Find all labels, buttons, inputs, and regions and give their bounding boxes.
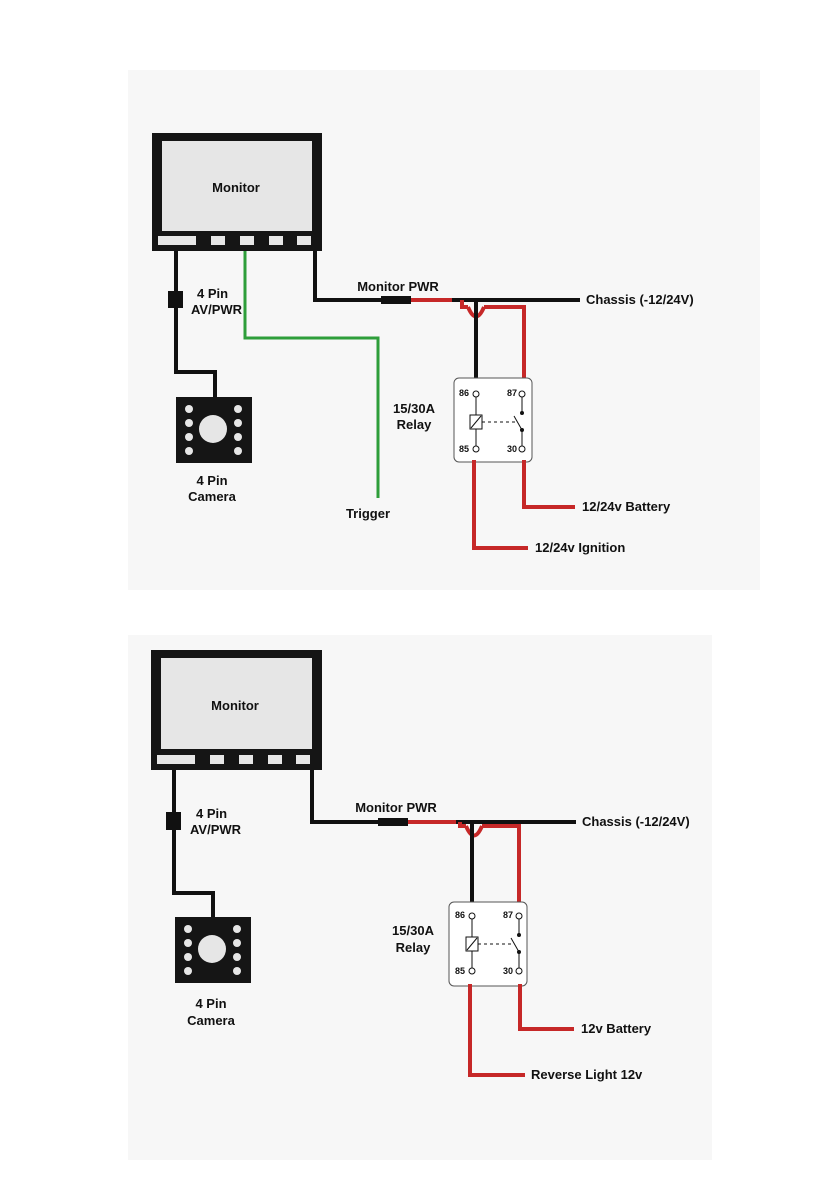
monitor-pwr-fuse: [378, 818, 408, 826]
monitor: Monitor: [151, 650, 322, 770]
relay: 86 87 85 30: [454, 378, 532, 462]
battery-label: 12v Battery: [581, 1021, 652, 1036]
av-cable: [174, 770, 213, 918]
relay: 86 87 85 30: [449, 902, 527, 986]
pin-86-label: 86: [459, 388, 469, 398]
battery-wire: [520, 984, 574, 1029]
relay-87-wire: [482, 826, 519, 905]
connector-label-line2: AV/PWR: [190, 822, 242, 837]
diagram-1: Monitor 4 Pin AV/PWR 4 Pin Camera Trigge…: [152, 133, 694, 555]
battery-label: 12/24v Battery: [582, 499, 671, 514]
camera-label-line2: Camera: [188, 489, 236, 504]
monitor-power-wire: [312, 770, 576, 822]
av-cable: [176, 251, 215, 398]
chassis-label: Chassis (-12/24V): [586, 292, 694, 307]
relay-label-line1: 15/30A: [393, 401, 436, 416]
diagram-2: Monitor 4 Pin AV/PWR 4 Pin Camera Monito…: [151, 650, 690, 1082]
monitor-label: Monitor: [212, 180, 260, 195]
camera: [175, 917, 251, 983]
relay-label-line2: Relay: [397, 417, 432, 432]
relay-label-line1: 15/30A: [392, 923, 435, 938]
monitor-pwr-label: Monitor PWR: [355, 800, 437, 815]
trigger-label: Trigger: [346, 506, 390, 521]
connector-label-line1: 4 Pin: [196, 806, 227, 821]
camera: [176, 397, 252, 463]
monitor-power-wire: [315, 251, 580, 300]
connector-label-line1: 4 Pin: [197, 286, 228, 301]
pin-87-label: 87: [507, 388, 517, 398]
relay-87-wire: [484, 307, 524, 380]
pin-85-label: 85: [455, 966, 465, 976]
camera-label-line1: 4 Pin: [196, 473, 227, 488]
monitor-label: Monitor: [211, 698, 259, 713]
reverse-light-wire: [470, 984, 525, 1075]
pin-87-label: 87: [503, 910, 513, 920]
connector-label-line2: AV/PWR: [191, 302, 243, 317]
camera-label-line1: 4 Pin: [195, 996, 226, 1011]
av-pwr-connector: [166, 812, 181, 830]
reverse-light-label: Reverse Light 12v: [531, 1067, 643, 1082]
battery-wire: [524, 460, 575, 507]
ignition-wire: [474, 460, 528, 548]
monitor-pwr-fuse: [381, 296, 411, 304]
camera-label-line2: Camera: [187, 1013, 235, 1028]
monitor-pwr-label: Monitor PWR: [357, 279, 439, 294]
pin-86-label: 86: [455, 910, 465, 920]
ignition-label: 12/24v Ignition: [535, 540, 625, 555]
chassis-label: Chassis (-12/24V): [582, 814, 690, 829]
relay-label-line2: Relay: [396, 940, 431, 955]
av-pwr-connector: [168, 291, 183, 308]
pin-30-label: 30: [507, 444, 517, 454]
pin-85-label: 85: [459, 444, 469, 454]
pin-30-label: 30: [503, 966, 513, 976]
monitor: Monitor: [152, 133, 322, 251]
